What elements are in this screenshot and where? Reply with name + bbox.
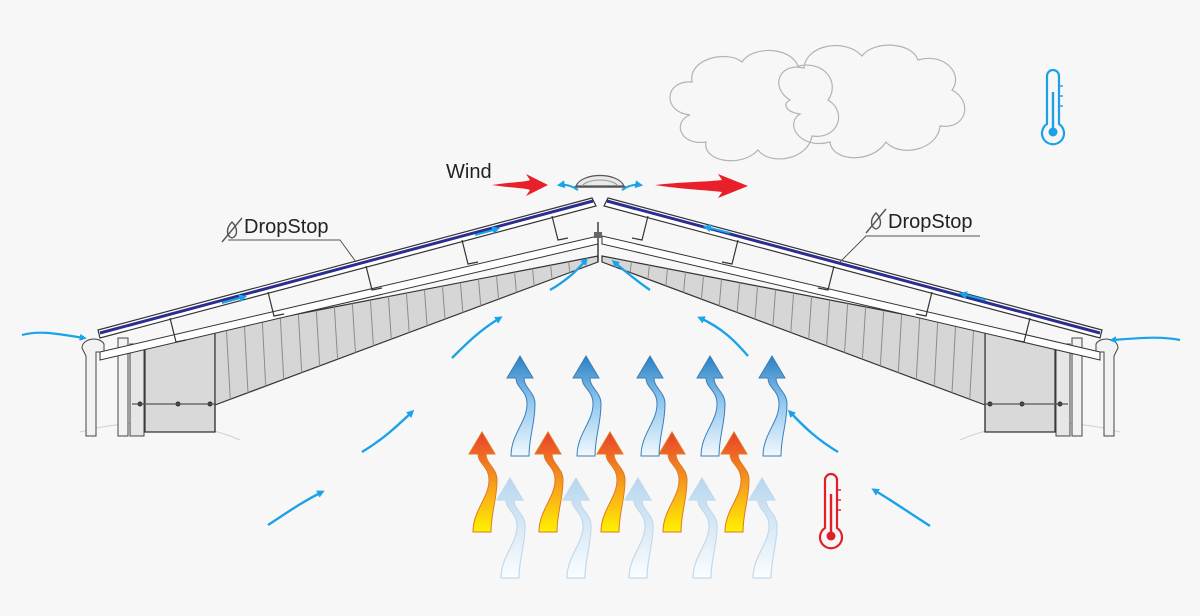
dropstop-callout-left: DropStop <box>221 216 357 263</box>
membrane-left <box>99 199 594 335</box>
wind-label: Wind <box>446 161 492 183</box>
cloud-right <box>778 44 966 159</box>
ridge-vent <box>574 175 626 188</box>
cloud-left <box>669 49 840 162</box>
eave-inflow-arrows <box>21 331 1181 344</box>
attic-airflow-arrows <box>267 257 931 528</box>
ridge <box>574 175 626 262</box>
wind-arrows <box>492 174 748 198</box>
thermometer-warm-icon <box>818 472 844 550</box>
roof-left <box>81 197 599 437</box>
insulation-right <box>601 255 986 432</box>
dropstop-label-left: DropStop <box>244 216 329 238</box>
gutter-left <box>81 337 145 437</box>
wind-arrow-right <box>655 174 748 198</box>
dropstop-logo-icon <box>865 208 887 234</box>
ridge-exhaust-arrows <box>556 180 644 191</box>
roof-right <box>601 197 1119 437</box>
thermometer-cold-icon <box>1040 68 1066 146</box>
membrane-right <box>606 199 1101 335</box>
dropstop-label-right: DropStop <box>888 211 973 233</box>
dropstop-callout-right: DropStop <box>839 208 980 263</box>
dropstop-logo-icon <box>221 217 243 243</box>
wind-arrow-left <box>492 174 548 196</box>
clouds <box>669 44 966 162</box>
